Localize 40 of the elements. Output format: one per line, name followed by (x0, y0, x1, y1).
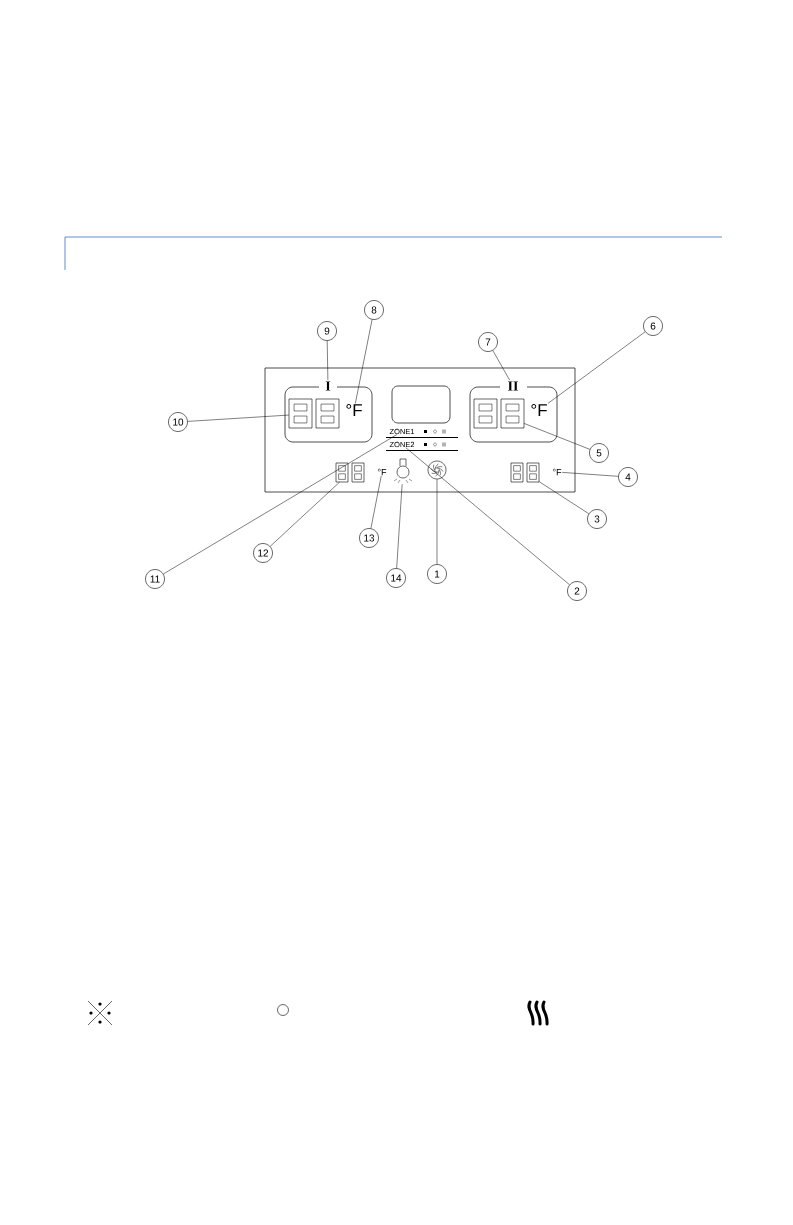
leader-line (355, 319, 373, 404)
digit-display (288, 398, 340, 429)
callout-number: 3 (587, 509, 607, 529)
leader-line (547, 331, 646, 404)
callout-number: 9 (317, 321, 337, 341)
callout-number: 2 (567, 581, 587, 601)
unit-symbol: °F (553, 468, 562, 476)
leader-line (405, 447, 570, 585)
light-bulb-icon (393, 458, 413, 484)
leader-line (492, 350, 510, 381)
callout-number: 4 (618, 467, 638, 487)
zone-numeral: II (508, 381, 518, 391)
callout-number: 8 (364, 300, 384, 320)
leader-line (538, 481, 589, 514)
digit-display (473, 398, 525, 429)
callout-number: 6 (643, 316, 663, 336)
callout-number: 12 (253, 543, 273, 563)
callout-number: 14 (386, 568, 406, 588)
leader-line (187, 414, 290, 422)
unit-symbol: °F (378, 468, 387, 476)
fan-icon (427, 460, 447, 480)
leader-line (163, 434, 397, 575)
callout-number: 11 (145, 569, 165, 589)
callout-number: 13 (359, 528, 379, 548)
unit-symbol: °F (531, 404, 547, 416)
leader-line (370, 475, 382, 529)
callout-number: 1 (427, 564, 447, 584)
zone-numeral: I (325, 381, 331, 391)
leader-line (396, 483, 403, 569)
leader-line (523, 423, 591, 450)
digit-display (510, 462, 540, 483)
digit-display (335, 462, 365, 483)
callout-number: 5 (589, 443, 609, 463)
callout-number: 7 (478, 332, 498, 352)
leader-line (269, 481, 340, 547)
leader-line (326, 340, 329, 381)
unit-symbol: °F (346, 404, 362, 416)
leader-line (436, 478, 438, 565)
callout-number: 10 (168, 412, 188, 432)
leader-line (562, 472, 619, 477)
